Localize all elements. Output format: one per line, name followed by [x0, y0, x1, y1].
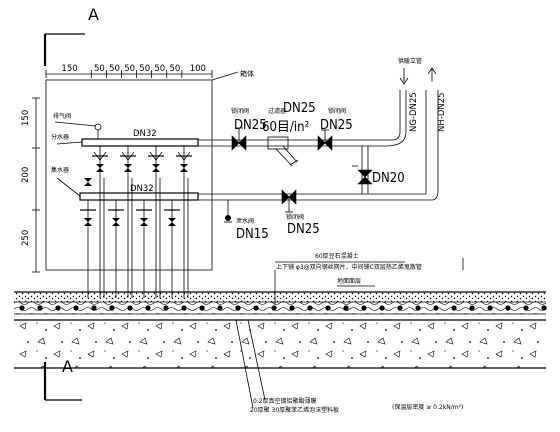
dim-top-4: 50 [139, 64, 150, 74]
dim-top-3: 50 [124, 64, 135, 74]
dim-left-150: 150 [21, 110, 31, 126]
supply-ball-valve-1-icon [231, 127, 247, 151]
left-dimension-line: 150 200 250 [21, 97, 40, 273]
supply-ball-valve-label: 锁闭阀 [231, 107, 249, 115]
screed-label: 60厚豆石混凝土 [315, 252, 359, 260]
slab-pipe-icon [271, 305, 277, 311]
drain-valve-label: 泄水阀 [236, 217, 254, 225]
riser-supply-label: NG-DN25 [409, 92, 419, 132]
dim-top-1: 50 [94, 64, 105, 74]
dim-top-6: 50 [169, 64, 180, 74]
slab-pipe-icon [469, 305, 475, 311]
floor-slab [14, 291, 547, 369]
return-ball-valve-icon [281, 189, 297, 213]
dim-left-200: 200 [21, 167, 31, 183]
dim-top-2: 50 [109, 64, 120, 74]
slab-pipe-icon [217, 305, 223, 311]
supply-pipe-size-1: DN25 [234, 118, 267, 133]
filter-label: 过滤器 [268, 107, 286, 115]
return-header-size: DN32 [130, 184, 154, 194]
return-branch-valve-icon [168, 218, 176, 226]
air-vent-icon [94, 123, 102, 131]
slab-pipe-icon [91, 305, 97, 311]
slab-pipe-icon [397, 305, 403, 311]
risers: 供暖立管 NG-DN25 NH-DN25 [398, 57, 447, 132]
supply-pipe-size-2: DN25 [320, 118, 353, 133]
drain-pipe-size: DN15 [236, 227, 269, 242]
slab-pipe-icon [379, 305, 385, 311]
foil-label: 0.2厚真空镀铝聚酯薄膜 [253, 397, 317, 405]
supply-branch-valve-icon [180, 164, 188, 172]
dim-top-7: 100 [190, 64, 206, 74]
slab-pipe-icon [37, 305, 43, 311]
riser-note: 供暖立管 [398, 57, 422, 65]
load-note: (保温层密度 ≥ 0.2kN/m²) [392, 403, 463, 411]
manifold-cabinet [45, 79, 213, 271]
supply-pipe-size-top: DN25 [283, 101, 316, 116]
slab-pipe-icon [523, 305, 529, 311]
air-vent-label: 排气阀 [53, 112, 71, 120]
filter-icon [267, 136, 299, 167]
return-air-vent-icon [84, 178, 92, 186]
supply-branch-valve-icon [124, 164, 132, 172]
section-mark-top: A [43, 5, 99, 66]
supply-header: DN32 排气阀 分水器 [51, 112, 199, 147]
slab-pipe-icon [199, 305, 205, 311]
branch-pipes [80, 146, 192, 298]
rebar-note-label: 上下铺 φ3@双向钢丝网片，中间铺C双层热乙烯鬼散管 [276, 263, 422, 271]
slab-pipe-icon [307, 305, 313, 311]
supply-header-size: DN32 [133, 129, 157, 139]
bypass-pipe-size: DN20 [372, 171, 405, 186]
slab-pipe-icon [343, 305, 349, 311]
slab-pipe-icon [541, 305, 547, 311]
cabinet-label: 箱体 [240, 69, 254, 78]
slab-pipe-icon [415, 305, 421, 311]
slab-pipe-icon [289, 305, 295, 311]
top-dimension-line: 150 50 50 50 50 50 50 100 [45, 64, 213, 78]
slab-pipe-icon [433, 305, 439, 311]
return-branch-valve-icon [112, 218, 120, 226]
return-header: DN32 集水器 [51, 166, 199, 201]
bypass-pipe: DN20 [352, 146, 405, 194]
slab-pipe-icon [145, 305, 151, 311]
slab-pipe-icon [55, 305, 61, 311]
return-header-label: 集水器 [51, 166, 69, 174]
lock-valve-label: 锁闭阀 [328, 107, 346, 115]
slab-pipe-icon [235, 305, 241, 311]
section-label-top: A [88, 5, 99, 24]
supply-branch-valve-icon [152, 164, 160, 172]
return-pipe-size: DN25 [287, 222, 320, 237]
drain-valve-icon [224, 200, 232, 223]
dim-top-5: 50 [154, 64, 165, 74]
insulation-label: 20厚聚 30厚聚苯乙烯泡沫塑料板 [250, 406, 339, 414]
slab-pipe-icon [505, 305, 511, 311]
floor-finish-label: 地面面层 [337, 277, 361, 285]
return-main: 锁闭阀 DN25 泄水阀 DN15 [198, 90, 439, 242]
slab-pipe-icon [487, 305, 493, 311]
slab-pipe-icon [253, 305, 259, 311]
slab-pipe-icon [19, 305, 25, 311]
slab-pipe-icon [109, 305, 115, 311]
return-ball-valve-label: 锁闭阀 [286, 213, 304, 221]
dim-top-0: 150 [61, 64, 77, 74]
supply-main: 锁闭阀 DN25 过滤器 DN25 60目/in² 锁闭阀 DN25 [198, 90, 407, 167]
slab-pipe-icon [127, 305, 133, 311]
riser-return-label: NH-DN25 [437, 92, 447, 132]
slab-pipe-icon [73, 305, 79, 311]
filter-mesh-label: 60目/in² [262, 120, 309, 135]
slab-pipe-icon [163, 305, 169, 311]
slab-pipe-icon [451, 305, 457, 311]
return-branch-valve-icon [140, 218, 148, 226]
supply-header-label: 分水器 [51, 133, 69, 141]
slab-pipe-icon [181, 305, 187, 311]
dim-left-250: 250 [21, 230, 31, 246]
slab-pipe-icon [361, 305, 367, 311]
slab-pipe-icon [325, 305, 331, 311]
supply-branch-valve-icon [96, 164, 104, 172]
return-branch-valve-icon [84, 218, 92, 226]
supply-ball-valve-2-icon [317, 129, 333, 151]
